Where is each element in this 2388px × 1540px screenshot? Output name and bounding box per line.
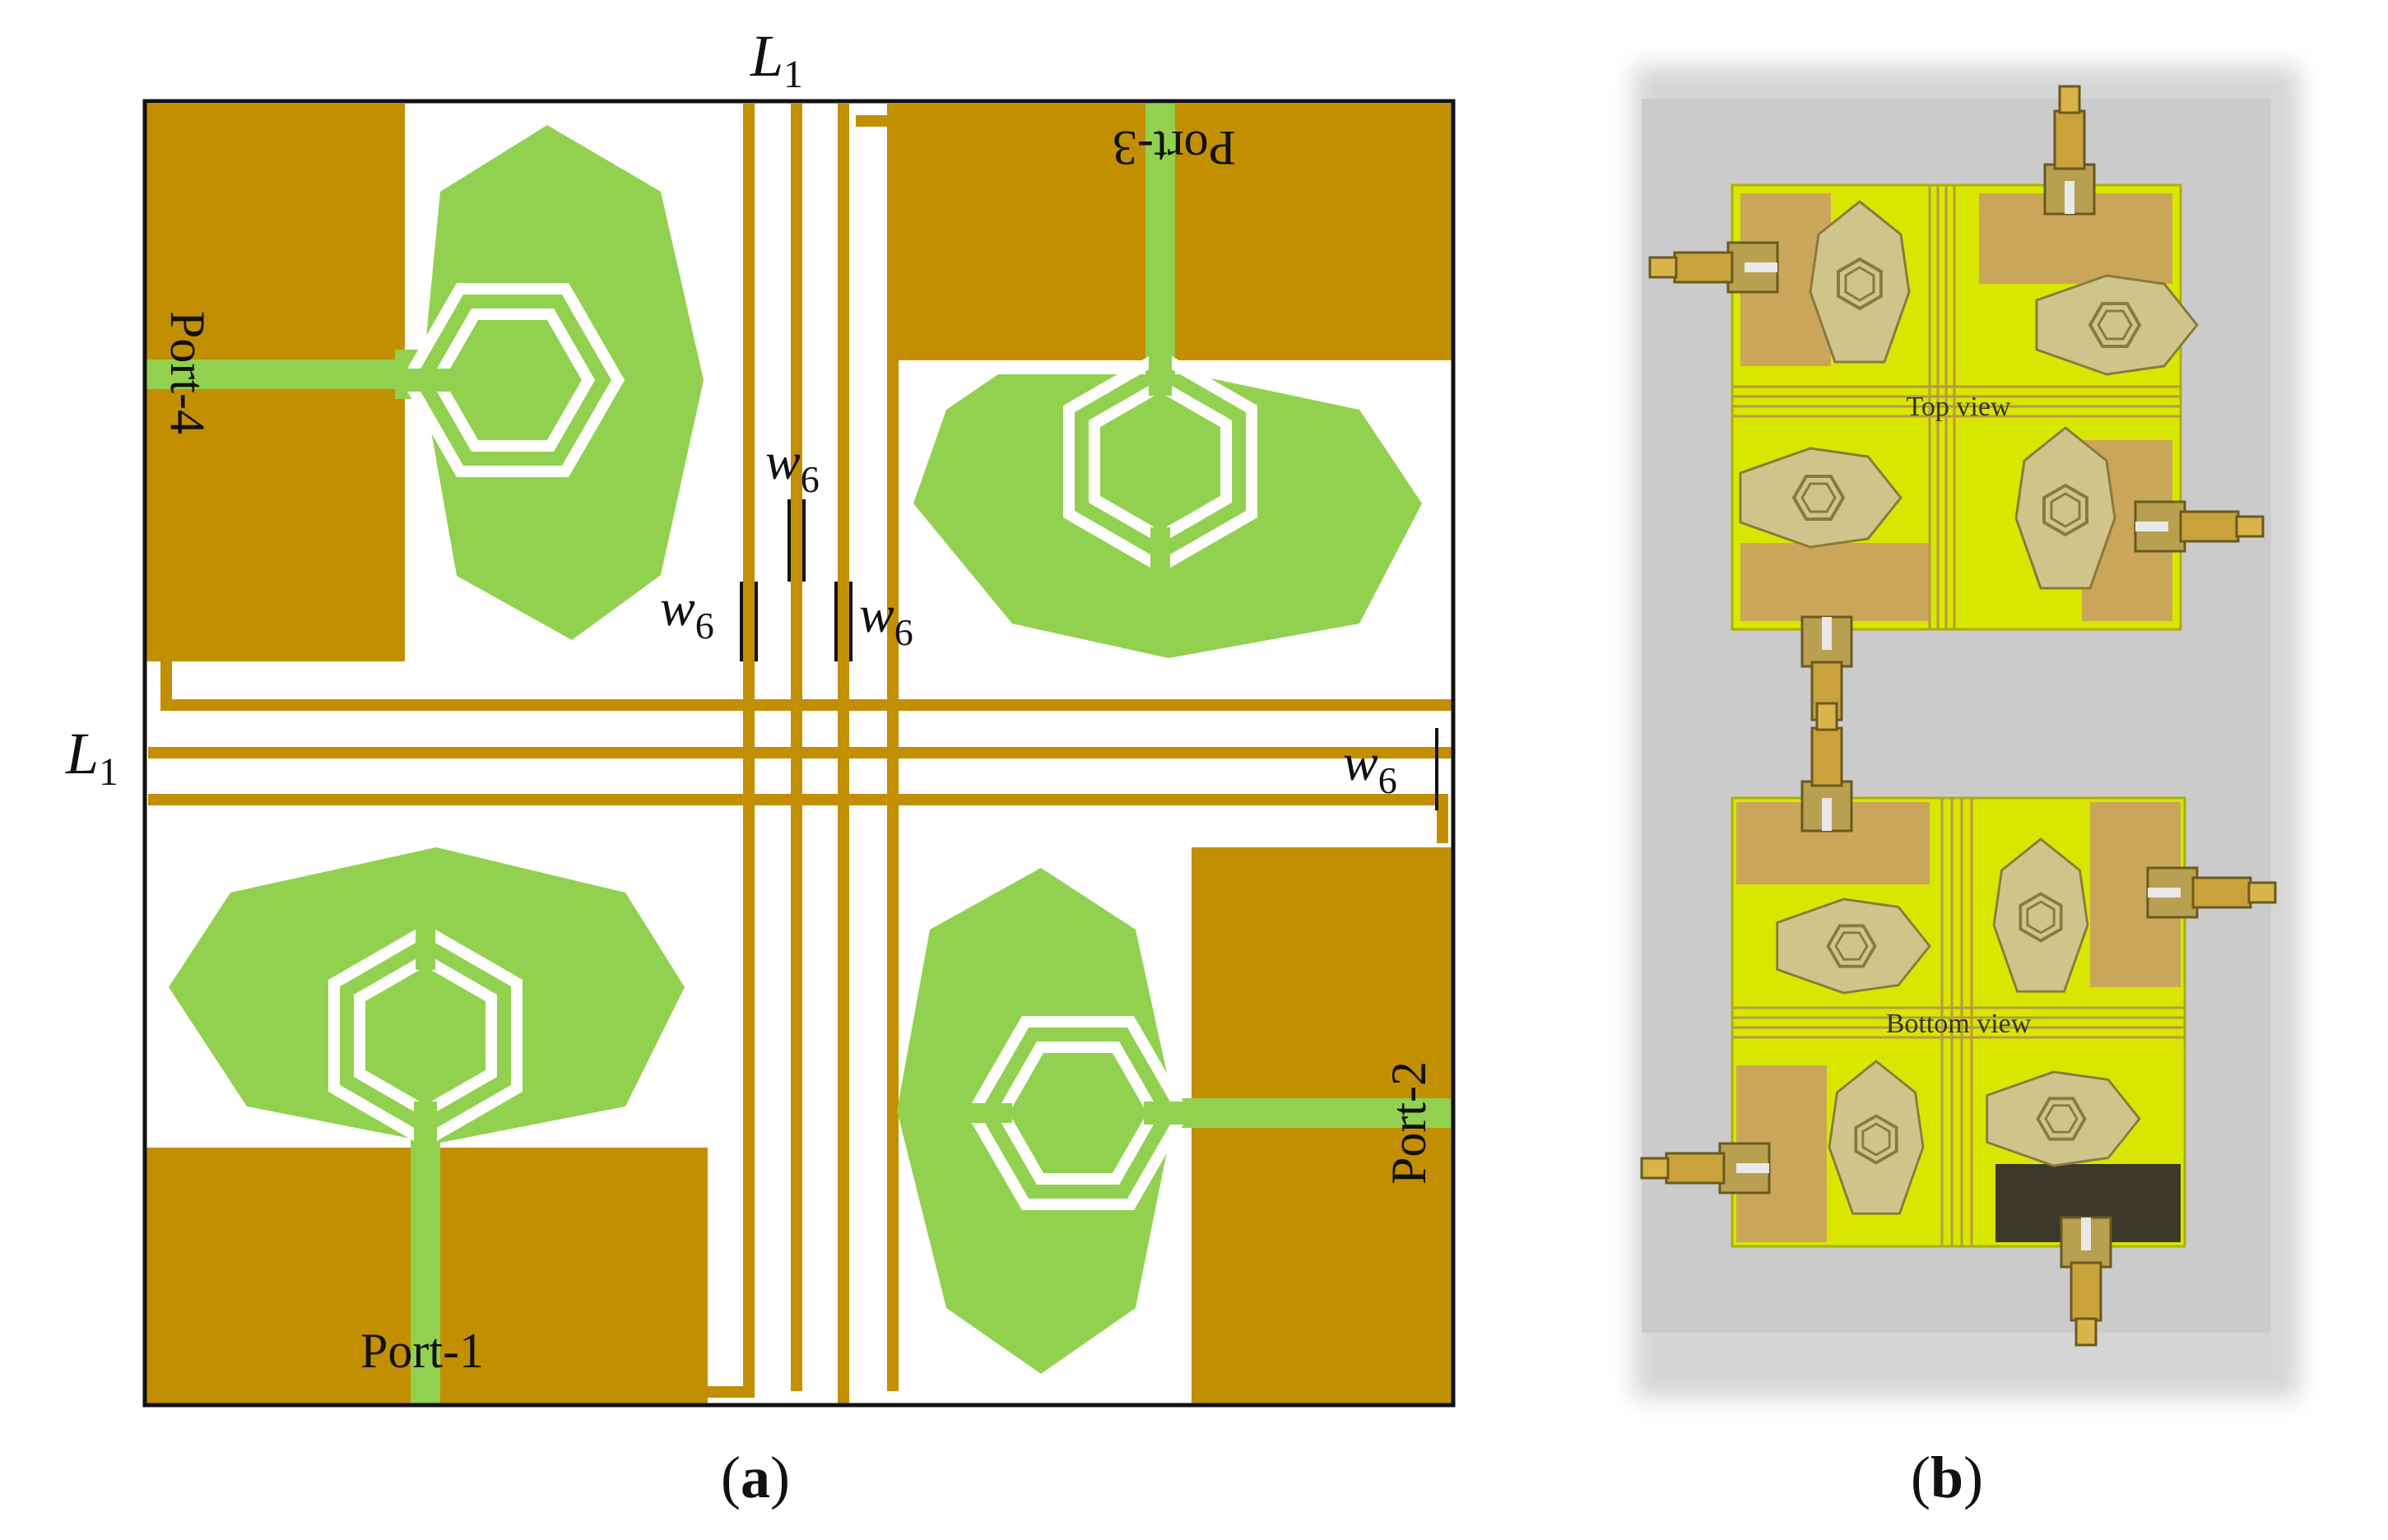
- dimension-markers: [740, 499, 1438, 810]
- port-1-label: Port-1: [360, 1324, 484, 1378]
- w6-label-center-top: w6: [765, 432, 820, 500]
- ground-planes: [146, 104, 1452, 1403]
- horizontal-strip-3: [148, 794, 1435, 805]
- fabricated-prototype-photo: Top view Bottom view: [1633, 66, 2300, 1399]
- feed-line-port-3: [1145, 104, 1175, 375]
- antenna-element-top-right: [913, 104, 1422, 658]
- port-4-label: Port-4: [160, 311, 215, 434]
- port-3-label: Port-3: [1113, 121, 1236, 175]
- antenna-element-bottom-right: [897, 868, 1453, 1374]
- panel-b-caption: (b): [1911, 1445, 1984, 1510]
- strip-left-link: [160, 661, 172, 711]
- radiating-patch: [913, 374, 1422, 658]
- strip-top-link: [856, 115, 899, 127]
- bottom-view-label: Bottom view: [1886, 1009, 2032, 1039]
- radiating-patch: [169, 847, 685, 1143]
- l1-left-label: L1: [65, 721, 118, 794]
- panel-a-caption: (a): [721, 1445, 790, 1510]
- l1-top-label: L1: [750, 23, 803, 96]
- bottom-board: Bottom view: [1731, 796, 2186, 1248]
- board-border: [142, 99, 1456, 1408]
- split-ring-resonator: [1069, 346, 1252, 577]
- feed-line-port-4: [146, 359, 410, 389]
- strip-right-link: [1437, 794, 1448, 843]
- w6-label-left: w6: [660, 578, 714, 647]
- split-ring-resonator: [397, 289, 618, 471]
- split-ring-resonator: [963, 1022, 1193, 1204]
- port-2-label: Port-2: [1382, 1061, 1436, 1185]
- horizontal-strip-2: [148, 747, 1452, 758]
- radiating-patch: [897, 868, 1175, 1374]
- top-board: Top view: [1731, 183, 2199, 631]
- feed-line-port-1: [411, 1135, 440, 1403]
- split-ring-resonator: [334, 921, 517, 1151]
- antenna-element-top-left: [146, 125, 704, 640]
- antenna-element-bottom-left: [169, 847, 685, 1403]
- antenna-layout-diagram: L1 L1 w6 w6 w6 w6 Port-1 Port-2 Port-3 P…: [65, 23, 1456, 1408]
- feed-line-port-2: [1168, 1098, 1453, 1128]
- w6-label-right: w6: [859, 585, 913, 653]
- radiating-patch: [422, 125, 704, 640]
- strip-bottom-link: [708, 1386, 755, 1398]
- top-view-label: Top view: [1907, 392, 2011, 422]
- horizontal-strip-1: [160, 699, 1452, 711]
- w6-label-horizontal: w6: [1343, 733, 1397, 801]
